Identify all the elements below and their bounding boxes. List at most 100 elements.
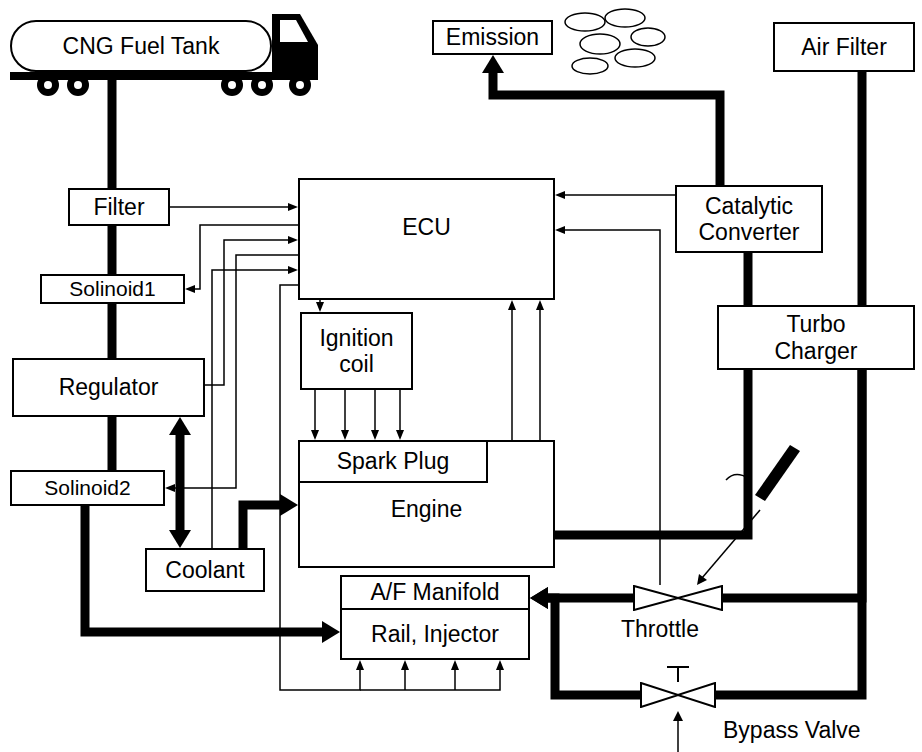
- connector-line: [108, 304, 117, 358]
- arrow-head: [341, 430, 349, 440]
- connector-line: [344, 390, 346, 432]
- truck-cab: [272, 14, 318, 78]
- flow-pipe: [748, 253, 749, 305]
- valve-symbol: [633, 585, 723, 611]
- flow-pipe: [112, 72, 113, 188]
- node-label: CNG Fuel Tank: [63, 33, 220, 59]
- node-label: Catalytic Converter: [677, 193, 821, 246]
- arrow-head: [311, 430, 319, 440]
- connector-line: [858, 72, 867, 305]
- arrow-head: [169, 530, 191, 548]
- node-label: Ignition coil: [302, 325, 411, 378]
- signal-wire: [555, 226, 660, 585]
- signal-wire: [212, 266, 298, 548]
- node-label: A/F Manifold: [370, 579, 499, 605]
- connector-line: [563, 230, 660, 585]
- filter-box: Air Filter: [773, 22, 915, 72]
- node-label: Emission: [446, 24, 539, 50]
- connector-line: [511, 308, 513, 440]
- bypass-valve: Bypass Valve: [640, 682, 716, 708]
- arrow-head: [482, 55, 504, 73]
- filter-box: Filter: [68, 188, 170, 226]
- connector-line: [108, 226, 117, 274]
- connector-line: [374, 390, 376, 432]
- throttle-valve: Throttle: [633, 585, 723, 611]
- bypass-actuator: [667, 667, 689, 752]
- flow-pipe: [169, 417, 191, 548]
- signal-wire: [316, 300, 324, 312]
- connector-line: [170, 206, 290, 208]
- connector-line: [404, 668, 406, 690]
- arrow-head: [396, 430, 404, 440]
- solenoid-box: Solinoid1: [40, 274, 185, 304]
- arrow-head: [536, 300, 544, 310]
- connector-line: [193, 225, 298, 289]
- signal-wire: [311, 390, 404, 440]
- flow-pipe: [862, 72, 863, 305]
- connector-line: [493, 69, 720, 185]
- arrow-head: [165, 484, 175, 492]
- arrow-head: [356, 660, 364, 670]
- flow-pipe: [243, 494, 298, 548]
- connector-line: [539, 308, 541, 440]
- node-label: Air Filter: [801, 34, 887, 60]
- arrow-head: [401, 660, 409, 670]
- coil-box: Ignition coil: [300, 312, 413, 390]
- flow-pipe: [482, 55, 720, 185]
- flow-pipe: [555, 370, 748, 535]
- node-label: Coolant: [165, 557, 244, 583]
- fuel-tank: CNG Fuel Tank: [10, 20, 272, 72]
- flow-pipe: [112, 417, 113, 470]
- arrow-head: [530, 587, 548, 609]
- truck-window: [280, 20, 308, 42]
- signal-wire: [185, 225, 298, 293]
- arrow-head: [451, 660, 459, 670]
- connector-line: [563, 194, 675, 196]
- arrow-head: [316, 302, 324, 312]
- connector-line: [108, 417, 117, 470]
- node-label: Throttle: [621, 616, 699, 642]
- turbo-box: Turbo Charger: [717, 305, 915, 370]
- arrow-head: [555, 226, 565, 234]
- truck-wheels: [37, 74, 311, 96]
- node-label: Turbo Charger: [759, 311, 874, 364]
- arrow-head: [371, 430, 379, 440]
- connector-line: [176, 431, 185, 533]
- manifold-box: A/F Manifold: [340, 575, 530, 610]
- valve-symbol: [640, 682, 716, 708]
- arrow-head: [185, 285, 195, 293]
- arrow-head: [508, 300, 516, 310]
- connector-line: [205, 240, 290, 385]
- arrow-head: [280, 494, 298, 516]
- arrow-head: [169, 417, 191, 435]
- signal-wire: [508, 300, 544, 440]
- arrow-head: [322, 621, 340, 643]
- connector-line: [108, 72, 117, 188]
- emission-box: Emission: [432, 20, 553, 55]
- connector-line: [85, 506, 326, 632]
- arrow-head: [288, 236, 298, 244]
- flow-pipe: [112, 226, 113, 274]
- spark-plug-box: Spark Plug: [298, 440, 488, 483]
- arrow-head: [530, 587, 548, 609]
- connector-line: [243, 505, 284, 548]
- flow-pipe: [112, 304, 113, 358]
- arrow-head: [555, 191, 565, 199]
- connector-line: [360, 668, 500, 690]
- arrow-head: [288, 266, 298, 274]
- signal-wire: [555, 191, 675, 199]
- connector-line: [544, 598, 640, 695]
- node-label: Regulator: [59, 374, 159, 400]
- node-label: Solinoid1: [69, 277, 155, 301]
- connector-line: [212, 270, 290, 548]
- node-label: Filter: [93, 194, 144, 220]
- connector-line: [314, 390, 316, 432]
- node-label: ECU: [402, 214, 451, 240]
- signal-wire: [170, 203, 298, 211]
- flow-pipe: [530, 587, 633, 609]
- engine-box: EngineSpark Plug: [298, 440, 555, 568]
- connector-line: [399, 390, 401, 432]
- exhaust-clouds: [565, 9, 665, 74]
- node-label: Bypass Valve: [723, 717, 861, 743]
